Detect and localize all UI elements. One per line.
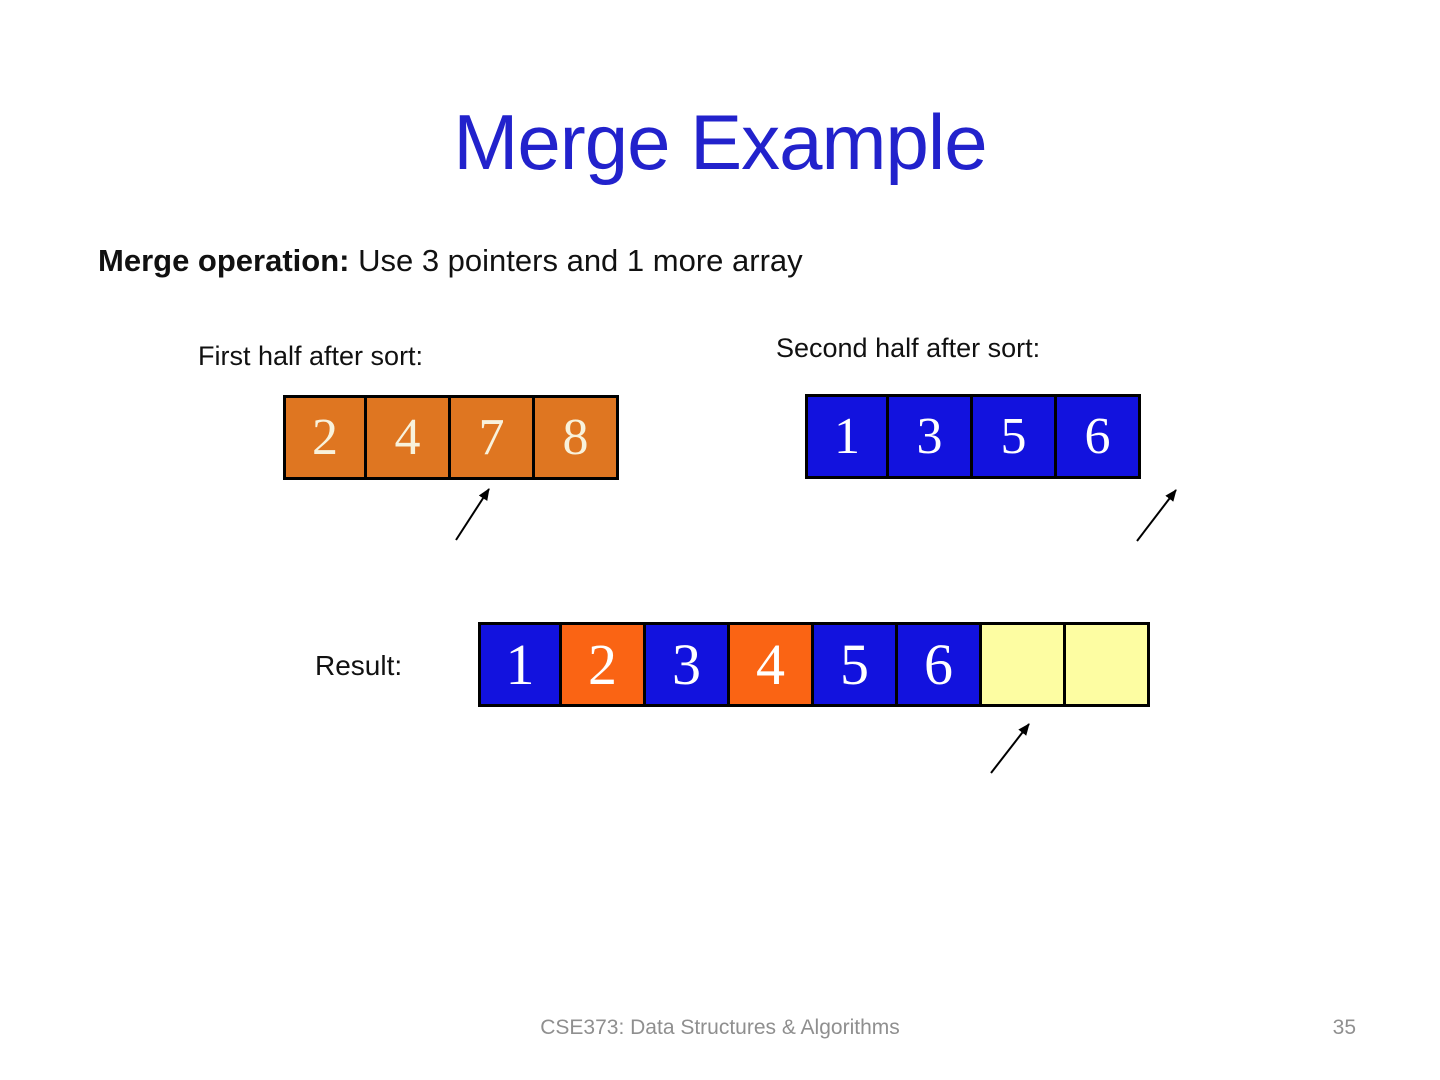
- slide-title: Merge Example: [453, 98, 987, 186]
- array-cell: 2: [562, 622, 646, 707]
- array-cell: 1: [805, 394, 889, 479]
- array-cell: 4: [730, 622, 814, 707]
- page-number: 35: [1332, 1016, 1356, 1039]
- array-cell: 6: [898, 622, 982, 707]
- array-cell: 8: [535, 395, 619, 480]
- array-cell: 2: [283, 395, 367, 480]
- first-half-label: First half after sort:: [198, 341, 424, 371]
- array-cell: 5: [973, 394, 1057, 479]
- array-cell: 5: [814, 622, 898, 707]
- second-half-label: Second half after sort:: [776, 333, 1041, 363]
- subtitle-rest: Use 3 pointers and 1 more array: [349, 243, 803, 278]
- result-label: Result:: [315, 650, 403, 681]
- array-cell: [1066, 622, 1150, 707]
- array-cell: 3: [646, 622, 730, 707]
- first-half-pointer-arrow-icon: [455, 488, 490, 541]
- footer-course-title: CSE373: Data Structures & Algorithms: [540, 1016, 900, 1039]
- subtitle: Merge operation: Use 3 pointers and 1 mo…: [98, 243, 803, 279]
- array-cell: 7: [451, 395, 535, 480]
- array-cell: 3: [889, 394, 973, 479]
- array-cell: 1: [478, 622, 562, 707]
- array-cell: 4: [367, 395, 451, 480]
- subtitle-bold: Merge operation:: [98, 243, 350, 278]
- array-cell: [982, 622, 1066, 707]
- result-pointer-arrow-icon: [990, 723, 1030, 774]
- second-half-pointer-arrow-icon: [1136, 489, 1177, 542]
- array-cell: 6: [1057, 394, 1141, 479]
